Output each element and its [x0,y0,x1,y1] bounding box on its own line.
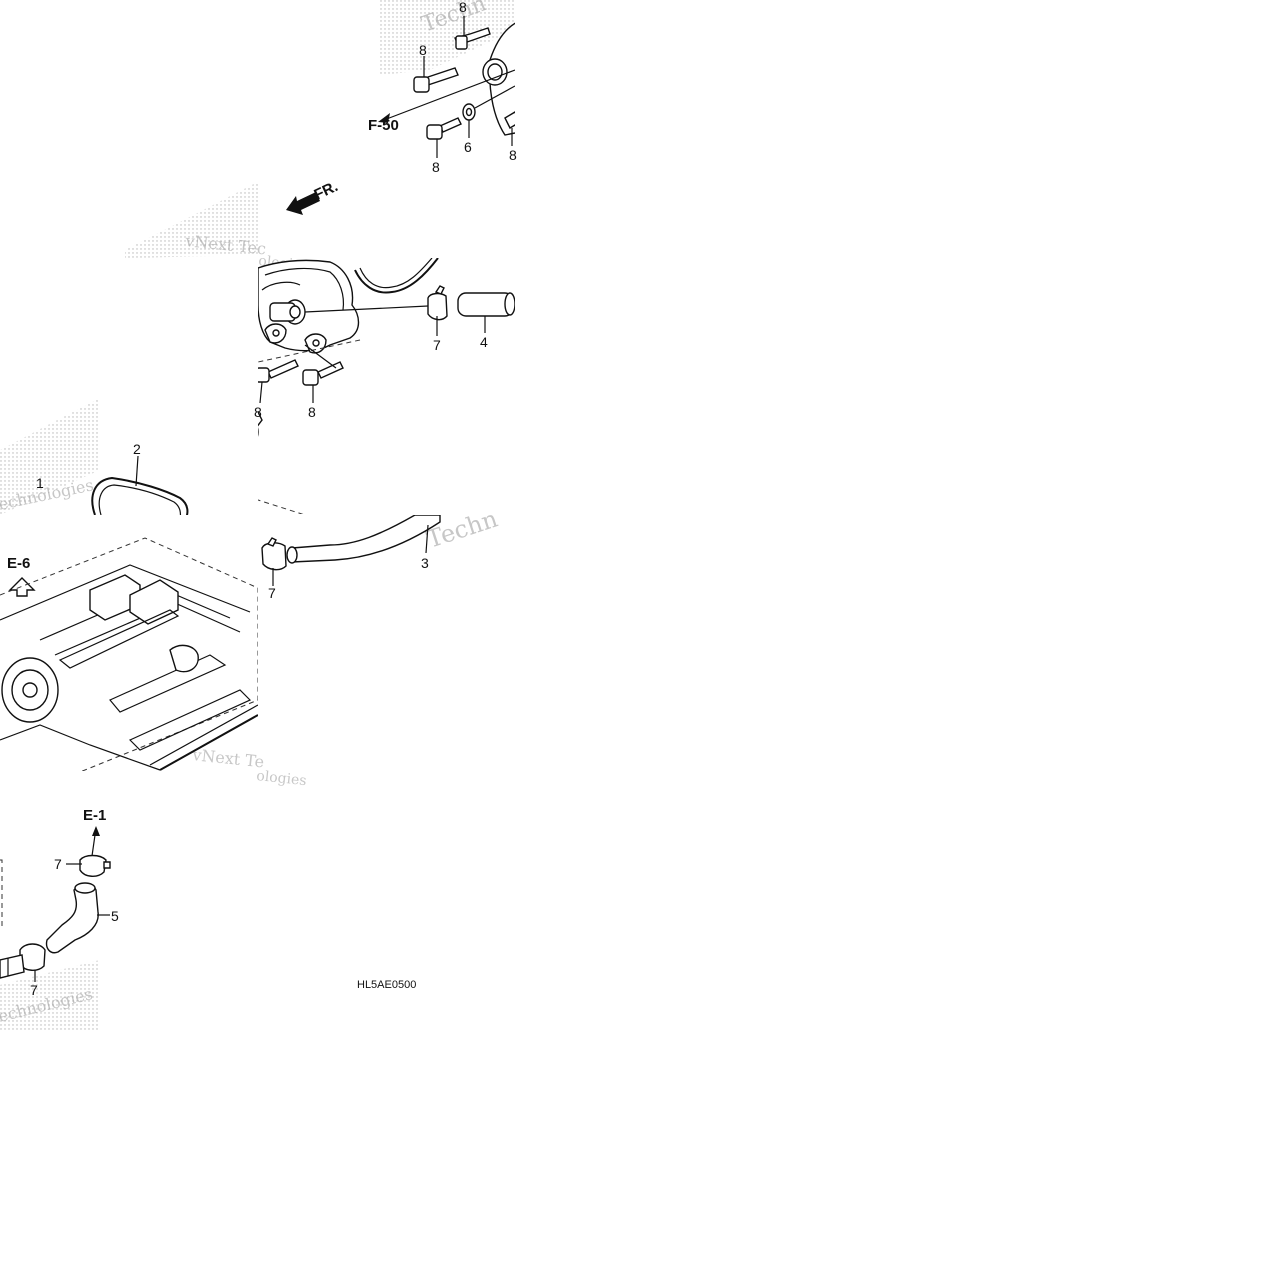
callout-7: 7 [268,585,276,601]
arrow-f50-head [378,113,390,123]
hose-clamp-7-upper-tab [103,861,111,869]
head-lower-rail-inner [149,704,258,766]
head-side-boss [169,644,199,673]
callout-8: 8 [308,404,316,420]
watermark-stipple [380,0,515,75]
washer-6-hole [465,107,473,117]
water-hose-4-end [504,292,515,316]
callout-7: 7 [30,982,38,998]
pump-mount-hole [312,339,320,347]
hose-outline [0,859,3,930]
watermark-stipple [125,182,258,258]
hose-clamp-7-pipe-tab [266,537,277,547]
up-arrow-icon [8,577,36,597]
watermark-stipple [0,960,100,1030]
callout-8: 8 [459,0,467,15]
pump-assembly-outline [258,339,361,514]
water-pump-group [258,258,515,514]
callout-8: 8 [509,147,517,163]
leader-c3 [425,524,429,554]
bolt-8-pump-a [267,359,299,379]
callout-7: 7 [54,856,62,872]
head-top-surface [0,564,251,621]
coolant-pipe-group [261,515,441,571]
bolt-8-low [439,117,462,133]
pump-mount-hole [272,329,280,337]
reference-e6: E-6 [7,555,30,572]
bolt-8-mid [424,67,459,86]
bolt-8-pump-a-head [258,367,270,383]
head-channel [109,654,227,713]
fr-arrow-icon [286,192,320,215]
hose-clamp-7 [427,292,448,321]
hose-clamp-7-pipe [261,542,287,571]
callout-8: 8 [254,404,262,420]
lower-fitting [0,954,25,979]
reference-f50: F-50 [368,117,399,134]
coolant-pipe-3 [291,515,441,563]
leader-line [474,85,515,109]
watermark-text: vNext Te [191,745,266,772]
bolt-8-right [504,111,515,129]
drawing-code: HL5AE0500 [357,979,416,991]
bolt-8-pump-b-head [302,369,319,386]
coolant-pipe-3-end [286,546,298,564]
cylinder-head-group [0,537,258,771]
pump-inner [261,281,301,291]
callout-8: 8 [432,159,440,175]
callout-7: 7 [433,337,441,353]
gasket-line [354,258,439,294]
leader-c8f [259,381,263,404]
pump-inlet-end [289,305,301,319]
gasket-line-inner [359,258,433,289]
drain-bolt [258,410,263,427]
callout-8: 8 [419,42,427,58]
fr-label: FR. [312,178,341,204]
bolt-8-top-head [455,35,468,50]
watermark-text: Techn [423,505,501,554]
callout-3: 3 [421,555,429,571]
head-channel [58,609,180,669]
watermark-text: ologies [256,768,308,789]
drain-bolt-head [258,427,259,437]
leader-line [304,344,337,369]
belt-2-inner [98,484,182,515]
bypass-hose-5-end [74,882,96,894]
front-direction-arrow: FR. [286,178,341,215]
pump-flange [264,267,345,311]
head-boss [129,579,179,625]
head-assembly-outline [0,537,258,771]
bypass-hose-group [0,826,111,979]
belt-2 [91,476,189,515]
callout-4: 4 [480,334,488,350]
callout-2: 2 [133,441,141,457]
bolt-8-low-head [426,124,443,140]
head-lower-edge [0,724,161,771]
arrow-e1-head [92,826,100,836]
callout-5: 5 [111,908,119,924]
head-channel [128,689,252,751]
leader-line [383,69,515,121]
reference-e1: E-1 [83,807,106,824]
bypass-hose-5 [45,883,99,954]
watermark-stipple [0,398,100,515]
bolt-8-mid-head [413,76,430,93]
hose-clamp-7-upper [79,854,107,877]
hose-clamp-7-tab [434,285,445,295]
callout-1: 1 [36,475,44,491]
callout-6: 6 [464,139,472,155]
drive-belt-group [91,476,189,515]
leader-line [304,305,429,313]
leader-c2 [135,455,139,487]
thermostat-housing-group [383,22,515,140]
head-lower-rail [159,714,258,771]
pump-impeller-hub [22,682,38,698]
